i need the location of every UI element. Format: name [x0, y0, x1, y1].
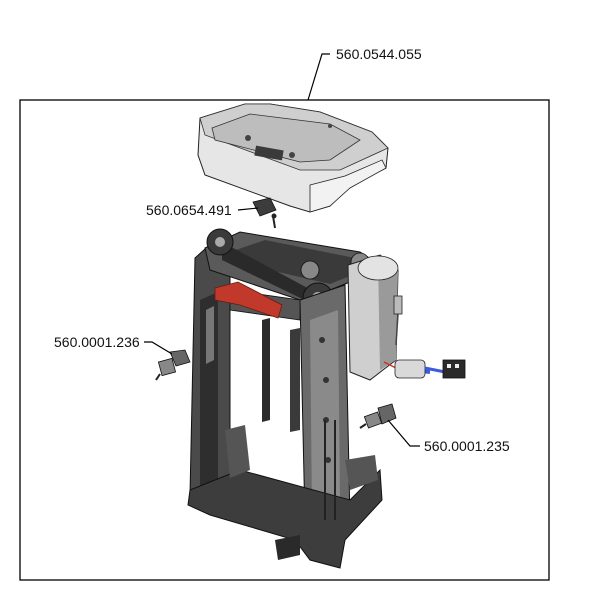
- small-clip-part: [252, 197, 277, 229]
- label-right-fitting: 560.0001.235: [424, 438, 510, 454]
- label-small-clip: 560.0654.491: [146, 202, 232, 218]
- frame-assembly: [187, 228, 387, 569]
- top-cover-part: [197, 103, 389, 213]
- leader-left-fitting: [144, 341, 173, 355]
- leader-small-clip: [237, 207, 259, 211]
- diagram-border: [19, 99, 550, 581]
- right-fitting-part: [359, 403, 397, 429]
- left-fitting-part: [155, 349, 191, 381]
- callout-leaders: [144, 53, 420, 447]
- leader-right-fitting: [387, 419, 420, 447]
- label-left-fitting: 560.0001.236: [54, 334, 140, 350]
- red-bracket: [214, 281, 283, 319]
- label-top-cover: 560.0544.055: [336, 46, 422, 62]
- leader-top-cover: [307, 53, 330, 101]
- motor-part: [347, 254, 466, 381]
